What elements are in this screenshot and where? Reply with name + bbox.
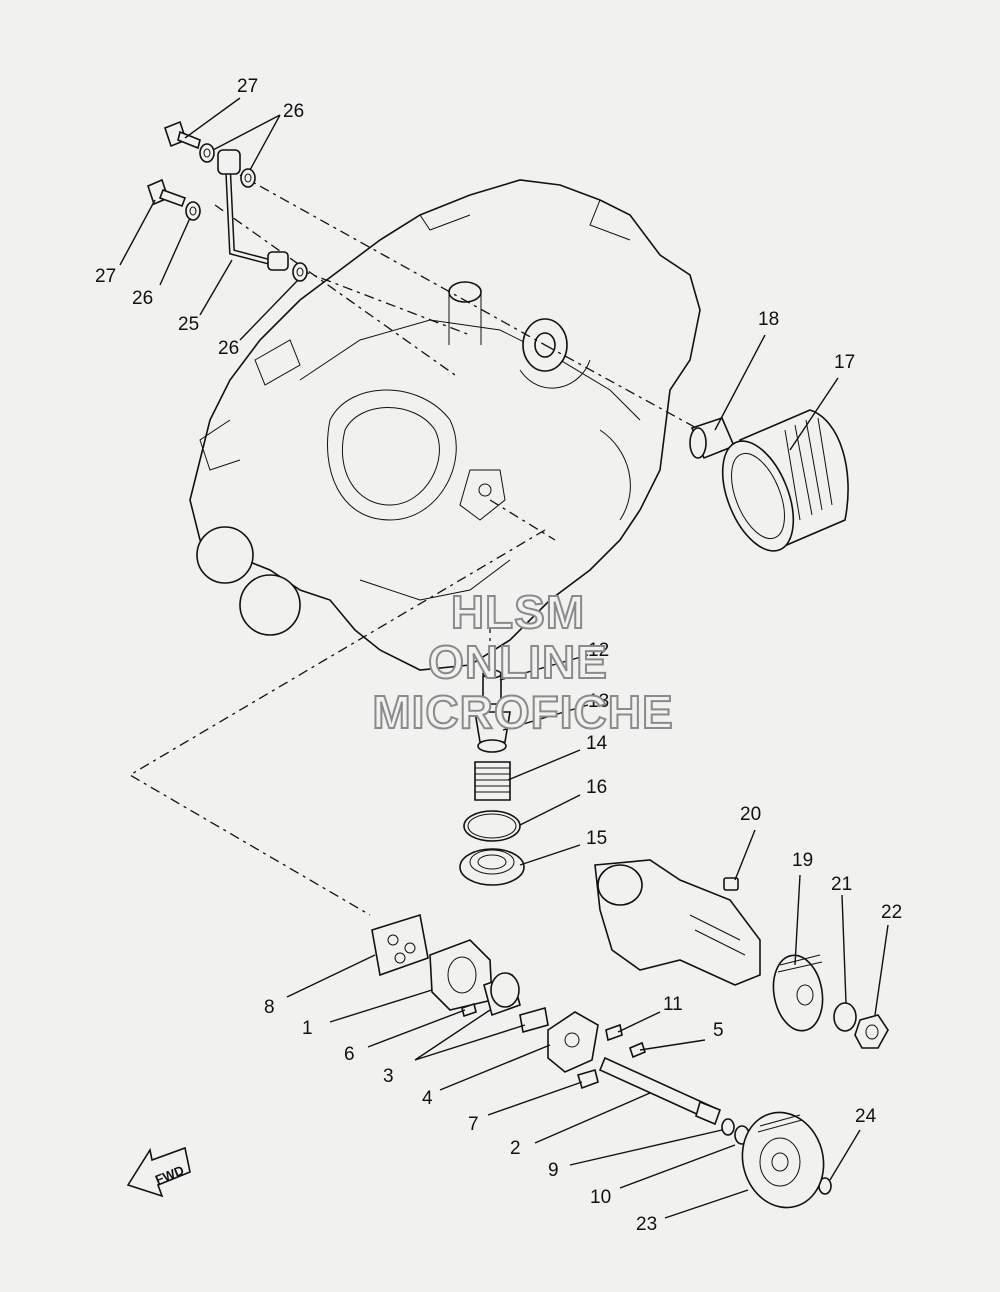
callout-26a: 26	[283, 101, 304, 122]
callout-12: 12	[588, 640, 609, 661]
crankcase	[189, 179, 701, 671]
callout-23: 23	[636, 1214, 657, 1235]
oil-pump-driven-gear	[741, 1111, 825, 1209]
leader-lines	[119, 97, 889, 1219]
callout-3: 3	[383, 1066, 394, 1087]
small-fasteners	[461, 1002, 646, 1090]
callout-21: 21	[831, 874, 852, 895]
watermark-line-3: MICROFICHE	[372, 686, 673, 738]
callout-15: 15	[586, 828, 607, 849]
water-pump-housing	[594, 859, 761, 986]
callout-20: 20	[740, 804, 761, 825]
watermark: HLSM ONLINE MICROFICHE	[371, 585, 673, 739]
callout-19: 19	[792, 850, 813, 871]
callout-11: 11	[663, 994, 683, 1015]
callout-25: 25	[178, 314, 199, 335]
circlip-and-washer	[721, 1118, 832, 1195]
oil-pump-cover	[547, 1011, 599, 1073]
union-bolt-lower	[147, 178, 187, 208]
callout-4: 4	[422, 1088, 433, 1109]
callout-17: 17	[834, 352, 855, 373]
callout-24: 24	[855, 1106, 877, 1127]
callout-2: 2	[510, 1138, 521, 1159]
callout-8: 8	[264, 997, 275, 1018]
callout-14: 14	[586, 733, 608, 754]
fwd-direction-arrow: FWD	[126, 1146, 191, 1198]
oil-pump-rotors	[483, 972, 549, 1034]
callout-6: 6	[344, 1044, 355, 1065]
copper-washers	[185, 143, 308, 282]
callout-22: 22	[881, 902, 902, 923]
oil-pump-housing	[429, 939, 493, 1011]
callout-1: 1	[302, 1018, 313, 1039]
callout-5: 5	[713, 1020, 724, 1041]
callout-26b: 26	[132, 288, 153, 309]
assembly-lines	[128, 174, 701, 916]
callout-10: 10	[590, 1187, 611, 1208]
impeller-washer	[833, 1002, 857, 1032]
oil-pump-gasket	[371, 913, 429, 977]
callout-13: 13	[588, 691, 609, 712]
oil-strainer-stack	[459, 669, 525, 886]
oil-delivery-pipe	[217, 149, 289, 271]
oil-pump-drive-shaft	[598, 1056, 722, 1126]
callout-16: 16	[586, 777, 607, 798]
impeller-nut	[854, 1014, 889, 1049]
watermark-line-2: ONLINE	[428, 636, 608, 688]
impeller	[772, 954, 824, 1032]
union-bolt-upper	[164, 120, 201, 150]
callout-labels: 27 26 27 26 25 26 18 17 12 13 14 16 15 2…	[95, 76, 902, 1235]
callout-27a: 27	[237, 76, 258, 97]
callout-27b: 27	[95, 266, 116, 287]
callout-26c: 26	[218, 338, 239, 359]
watermark-line-1: HLSM	[451, 586, 585, 638]
callout-9: 9	[548, 1160, 559, 1181]
callout-7: 7	[468, 1114, 479, 1135]
oil-filter-cartridge	[721, 409, 849, 552]
callout-18: 18	[758, 309, 779, 330]
